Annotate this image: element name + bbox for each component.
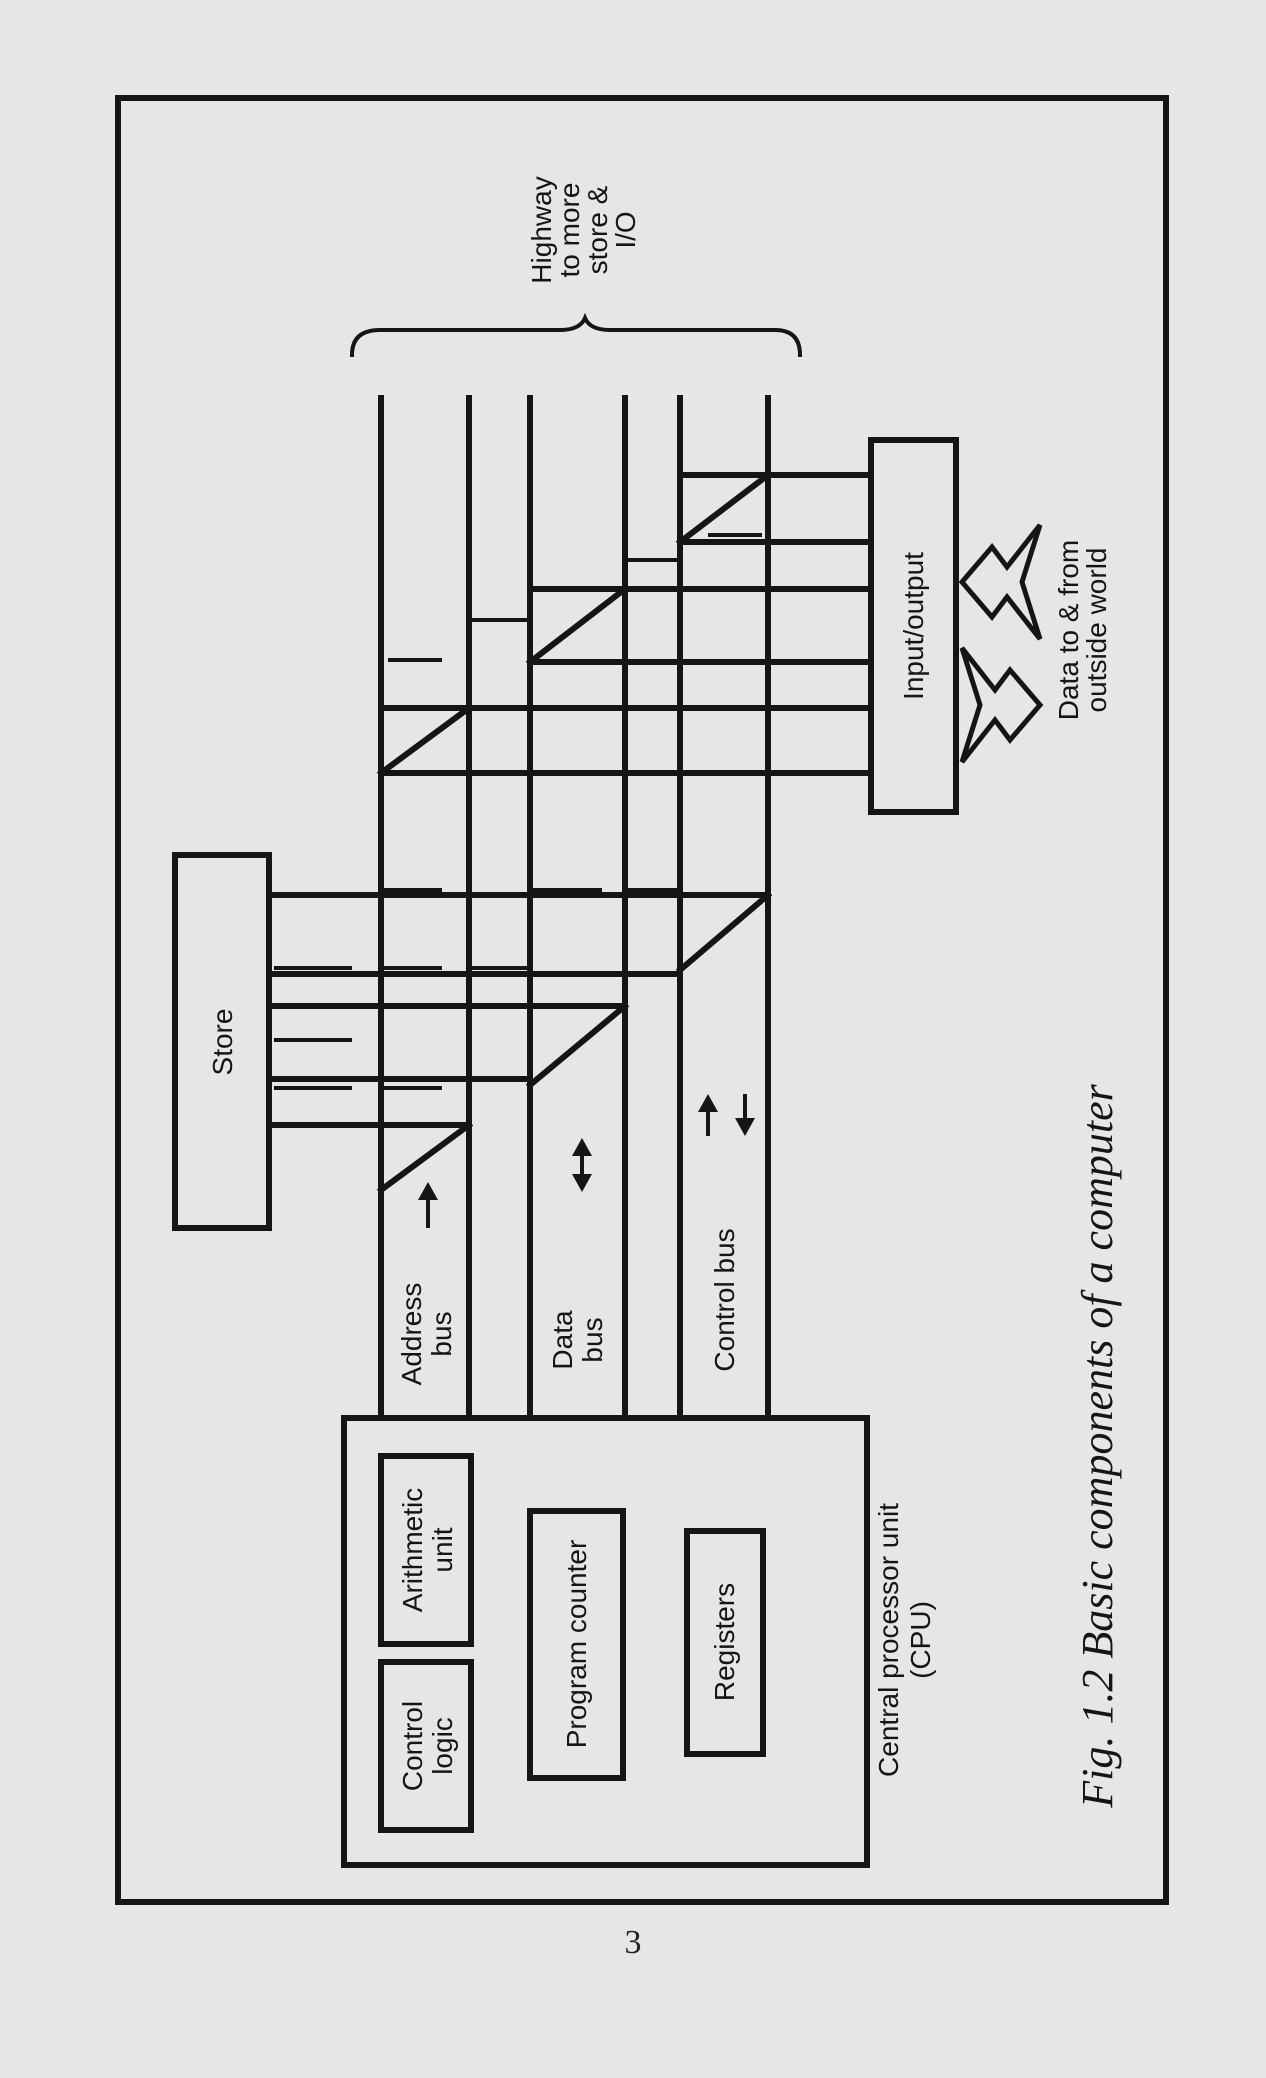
program-counter-box bbox=[527, 1508, 626, 1781]
page-number: 3 bbox=[624, 1924, 642, 1961]
registers-label: Registers bbox=[709, 1583, 740, 1701]
program-counter-label: Program counter bbox=[561, 1540, 592, 1749]
outer-frame bbox=[115, 95, 1169, 1905]
arithmetic-unit-box bbox=[378, 1453, 474, 1647]
io-bend bbox=[675, 470, 773, 547]
data-bus-label-2: bus bbox=[577, 1317, 608, 1362]
input-output-block bbox=[868, 437, 959, 815]
cpu-label-1: Central processor unit bbox=[873, 1503, 904, 1777]
highway-label-3: store & bbox=[582, 185, 613, 274]
control-logic-box bbox=[378, 1659, 474, 1833]
control-bus-up-arrow-icon bbox=[698, 1094, 718, 1136]
figure-caption: Fig. 1.2 Basic components of a computer bbox=[1073, 1083, 1122, 1808]
store-block bbox=[172, 852, 272, 1231]
highway-label-2: to more bbox=[554, 183, 585, 278]
outside-world-label-1: Data to & from bbox=[1053, 540, 1084, 721]
address-bus-label-1: Address bbox=[396, 1283, 427, 1386]
bus-rungs bbox=[274, 533, 762, 1090]
store-label: Store bbox=[207, 1009, 238, 1076]
address-bus-arrow-icon bbox=[418, 1182, 438, 1228]
highway-label-4: I/O bbox=[610, 211, 641, 248]
control-logic-label-1: Control bbox=[397, 1701, 428, 1791]
input-output-label: Input/output bbox=[898, 552, 929, 700]
data-bus-arrow-icon bbox=[572, 1138, 592, 1192]
control-bus-down-arrow-icon bbox=[735, 1094, 755, 1136]
outside-in-arrow-icon bbox=[959, 646, 1044, 764]
control-bus-label: Control bus bbox=[709, 1228, 740, 1371]
data-bus-label-1: Data bbox=[547, 1310, 578, 1370]
bus-bend bbox=[675, 890, 773, 975]
highway-brace bbox=[349, 312, 803, 358]
outside-world-label-2: outside world bbox=[1081, 548, 1112, 713]
arithmetic-unit-label-2: unit bbox=[427, 1527, 458, 1572]
bus-bend bbox=[525, 1001, 630, 1090]
bus-bend bbox=[376, 1120, 474, 1195]
highway-label-1: Highway bbox=[526, 176, 557, 283]
io-bend bbox=[376, 703, 474, 778]
control-logic-label-2: logic bbox=[427, 1717, 458, 1775]
registers-box bbox=[684, 1528, 766, 1757]
cpu-label-2: (CPU) bbox=[905, 1601, 936, 1679]
address-bus-label-2: bus bbox=[426, 1311, 457, 1356]
io-bend bbox=[525, 584, 630, 667]
outside-out-arrow-icon bbox=[958, 523, 1043, 641]
cpu-block bbox=[341, 1415, 870, 1868]
arithmetic-unit-label-1: Arithmetic bbox=[397, 1488, 428, 1612]
